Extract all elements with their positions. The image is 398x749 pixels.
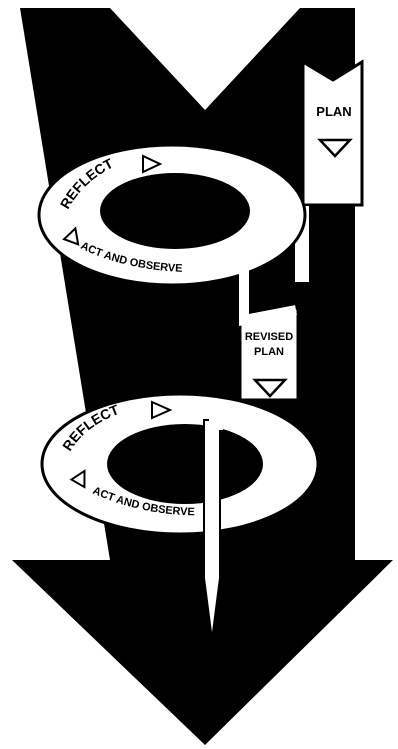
plan-ribbon — [303, 62, 362, 205]
cycle2-hole — [107, 424, 263, 504]
revised-label-line2: PLAN — [254, 346, 284, 358]
plan-label: PLAN — [316, 104, 351, 119]
cycle1-hole — [100, 173, 250, 249]
revised-label-line1: REVISED — [245, 331, 293, 343]
